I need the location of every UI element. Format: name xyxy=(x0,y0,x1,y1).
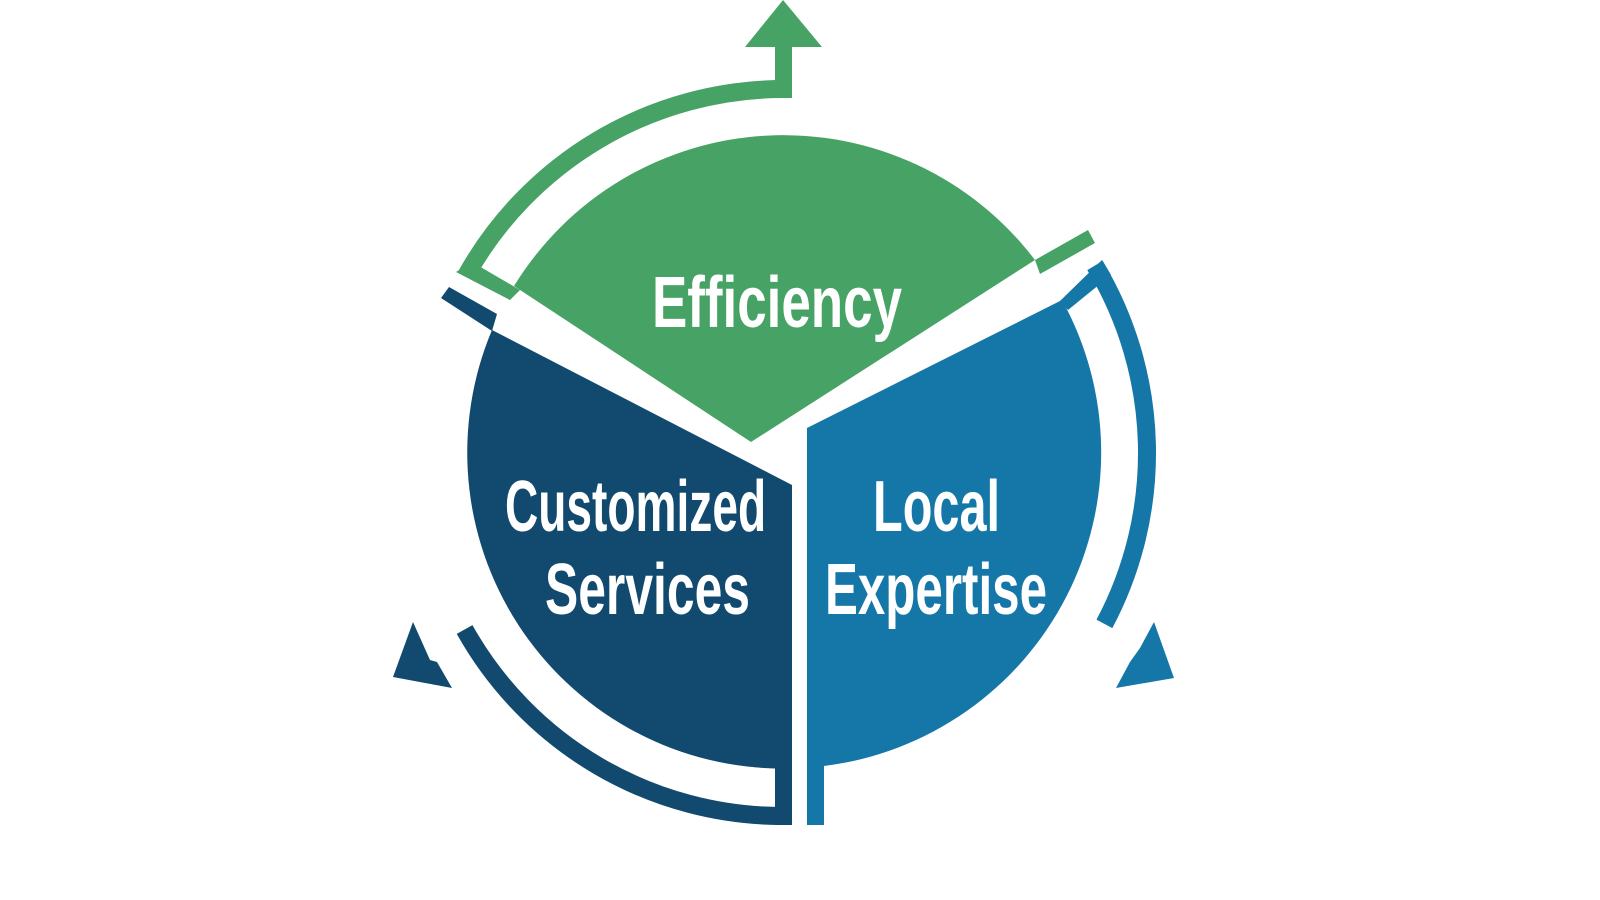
customized-label-line1: Customized xyxy=(505,465,766,546)
segment-customized-services xyxy=(393,287,792,826)
efficiency-arrow-band xyxy=(457,80,784,281)
efficiency-label: Efficiency xyxy=(652,263,902,343)
efficiency-right-tick xyxy=(1035,230,1095,274)
local-expertise-sector xyxy=(807,300,1102,766)
efficiency-arrow-stem xyxy=(775,46,792,98)
local-expertise-arrow-band xyxy=(1087,260,1156,629)
segment-efficiency xyxy=(456,0,1095,442)
efficiency-sector xyxy=(514,135,1035,442)
customized-label-line2: Services xyxy=(545,550,750,630)
local-label-line1: Local xyxy=(873,467,1000,547)
customized-services-top-connector xyxy=(441,287,497,331)
customized-services-arrow-band xyxy=(456,625,784,826)
local-expertise-stem xyxy=(807,764,824,825)
segment-local-expertise xyxy=(807,260,1174,825)
customized-services-sector xyxy=(467,330,792,769)
efficiency-band-connector xyxy=(456,262,520,300)
arrow-down-right-icon xyxy=(1116,622,1174,688)
arrow-down-left-icon xyxy=(393,622,452,688)
expertise-label-line2: Expertise xyxy=(825,550,1047,630)
arrow-up-icon xyxy=(745,0,822,47)
